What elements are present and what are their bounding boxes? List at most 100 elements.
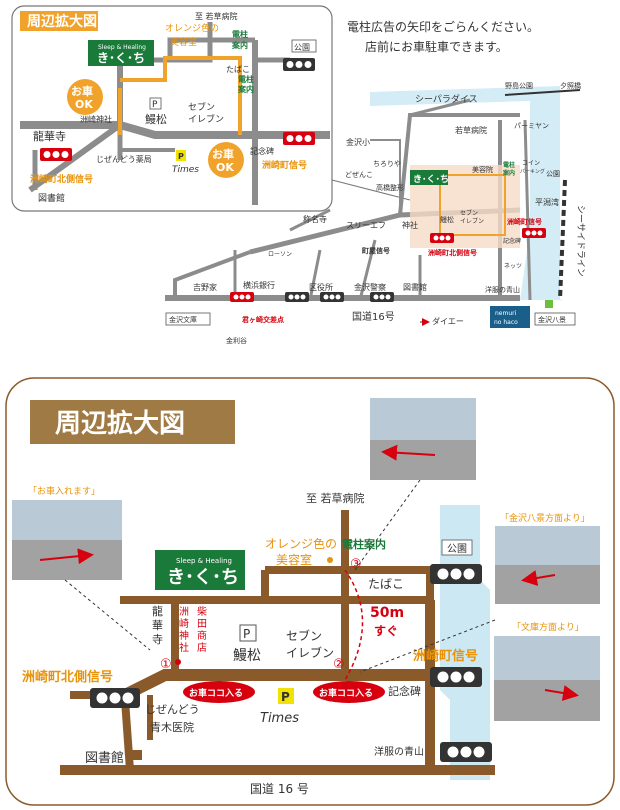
ov-shoe: 称名寺 [303,214,327,224]
ov-kanazawa-bunko: 金沢文庫 [169,315,197,324]
inset-orange-salon-2: 美容室 [170,36,197,48]
ov-kuyakusho: 区役所 [309,282,333,292]
svg-text:OK: OK [75,98,93,111]
inset-ryukaji: 龍華寺 [33,129,66,143]
detail-route16: 国道 16 号 [250,782,309,796]
svg-text:き･く･ち: き･く･ち [97,51,145,65]
ov-seaside: シーパラダイス [415,93,478,105]
detail-orange-salon-1: オレンジ色の [265,537,337,551]
detail-enter-here-2: お車ココ入る [313,681,385,703]
ov-shrine: 神社 [402,220,418,230]
inset-park: 公園 [294,43,310,52]
svg-text:nemuri: nemuri [495,310,517,317]
inset-hospital: 至 若草病院 [195,11,238,21]
ov-wakakusa: 若草病院 [455,125,487,135]
ov-coin-1: コイン [522,160,540,167]
inset-seven-1: セブン [188,101,215,113]
ov-yokohama-park: 野島公園 [505,81,533,90]
ov-signal-n-light [430,233,454,243]
svg-text:Sleep & Healing: Sleep & Healing [98,44,146,51]
inset-title: 周辺拡大図 [27,13,97,30]
svg-text:お車ココ入る: お車ココ入る [319,687,373,699]
svg-text:Sleep & Healing: Sleep & Healing [176,557,232,565]
inset-pole2-2: 案内 [237,84,254,94]
note-line-2: 店前にお車駐車できます。 [365,39,508,54]
ov-pole-2: 案内 [502,169,515,177]
ov-kanazawa-hakkei: 金沢八景 [538,315,566,324]
inset-signal-right [283,132,315,145]
detail-distance: 50m [370,605,404,621]
inset-car-ok-2: お車 OK [208,142,244,178]
ov-takahama: 高橋整形 [376,183,404,192]
detail-orange-salon-2: 美容室 [276,552,312,567]
svg-text:龍: 龍 [152,604,163,618]
ov-seven-2: イレブン [460,217,484,225]
svg-text:お車: お車 [212,147,234,161]
ov-signal-c: 町屋信号 [362,246,390,255]
photo-hakkei-label: 「金沢八景方面より」 [500,512,590,524]
ov-seaside-line: シーサイドライン [575,205,586,277]
ov-library: 図書館 [403,282,427,292]
svg-text:社: 社 [179,641,189,654]
inset-tobacco: たばこ [226,65,250,74]
detail-seven-1: セブン [286,628,322,643]
svg-text:寺: 寺 [152,633,163,646]
inset-times-p: P [178,152,184,161]
detail-signal-n: 洲崎町北側信号 [22,669,113,685]
detail-pole-guide: 電柱案内 [342,537,386,551]
note-line-1: 電柱広告の矢印をごらんください。 [347,19,539,34]
ov-kinenhi: 記念碑 [503,237,521,245]
svg-text:崎: 崎 [179,617,189,630]
svg-text:店: 店 [197,641,207,654]
overview-map: 夕照橋 野島公園 シーパラダイス 若草病院 パーミヤン 金沢小 ちろりや どぜん… [165,81,586,345]
inset-pole-1: 電柱 [232,29,248,39]
detail-marker1: ① [160,657,172,672]
svg-text:田: 田 [197,619,207,630]
detail-times-p: P [281,690,290,704]
detail-hospital: 至 若草病院 [306,491,365,505]
svg-text:柴: 柴 [197,605,207,618]
ov-yoshinoya: 吉野家 [193,282,217,292]
inset-pole-2: 案内 [231,40,248,50]
photo-bunko [494,636,600,721]
inset-unamatsu: 鰻松 [145,112,167,126]
detail-signal-bottom [440,742,492,762]
detail-signal-s: 洲崎町信号 [413,648,478,664]
ov-yokohama-bank: 横浜銀行 [243,280,275,290]
svg-text:神: 神 [179,629,189,642]
detail-seven-2: イレブン [286,645,334,660]
ov-yuhiro: 夕照橋 [560,81,581,90]
ov-police: 金沢警察 [354,282,386,292]
ov-kanazawa-elem: 金沢小 [346,137,370,147]
svg-text:き･く･ち: き･く･ち [167,567,239,588]
inset-kinenhi: 記念碑 [250,146,274,156]
detail-soon: すぐ [374,624,398,638]
inset-signal-top [283,58,315,71]
ov-signal-mid2 [320,292,344,302]
inset-times: Times [172,165,199,175]
ov-beauty: 美容院 [472,165,493,174]
inset-shrine: 洲崎神社 [80,114,112,124]
svg-text:き･く･ち: き･く･ち [413,174,449,185]
ov-daiei: ダイエー [432,316,464,326]
ov-signal-mid1 [285,292,309,302]
inset-pole2-1: 電柱 [238,74,254,84]
inset-p: P [152,100,158,110]
ov-signal-n: 洲崎町北側信号 [428,248,477,257]
detail-jizendo: じぜんどう [145,703,200,716]
detail-times: Times [260,711,299,726]
photo-hakkei [495,526,600,604]
inset-signal-south: 洲崎町信号 [262,159,307,171]
svg-text:華: 華 [152,619,163,632]
inset-signal-north: 洲崎町北側信号 [30,173,93,185]
detail-logo: Sleep & Healing き･く･ち [155,550,245,590]
ov-yofuku: 洋服の青山 [485,285,520,294]
svg-text:お車: お車 [71,84,93,98]
ov-logo: き･く･ち [410,170,449,185]
detail-marker3: ③ [350,557,362,572]
ov-nemuri: nemuri no haco [490,306,530,328]
ov-seven-1: セブン [460,209,478,217]
ov-route16: 国道16号 [352,310,395,323]
detail-aoki: 青木医院 [150,720,194,734]
